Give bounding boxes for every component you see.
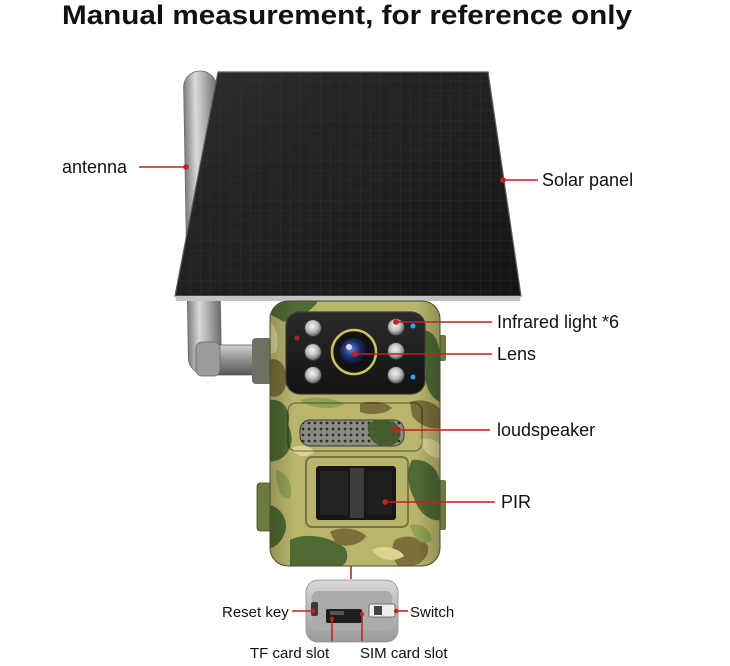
speaker-bezel	[287, 402, 423, 452]
pir-sensor	[305, 456, 409, 528]
bottom-port-panel	[305, 579, 399, 643]
indicator-dot	[410, 374, 416, 380]
page-title: Manual measurement, for reference only	[62, 0, 632, 30]
infrared-led	[387, 342, 405, 360]
label-reset-key: Reset key	[222, 604, 289, 621]
callout-tf-card-slot: TF card slot	[250, 616, 335, 662]
callout-switch: Switch	[393, 604, 454, 621]
label-antenna: antenna	[62, 157, 128, 177]
infrared-led	[304, 343, 322, 361]
indicator-dot	[410, 323, 416, 329]
infrared-led	[304, 366, 322, 384]
trail-camera-icon	[256, 300, 446, 567]
label-tf-card-slot: TF card slot	[250, 645, 330, 662]
label-switch: Switch	[410, 604, 454, 621]
indicator-dot	[294, 335, 300, 341]
label-infrared-light: Infrared light *6	[497, 312, 619, 332]
callout-sim-card-slot: SIM card slot	[359, 611, 448, 662]
callout-loudspeaker: loudspeaker	[392, 420, 595, 440]
callout-reset-key: Reset key	[222, 604, 316, 621]
callout-antenna: antenna	[62, 157, 189, 177]
callout-pir: PIR	[382, 492, 531, 512]
label-solar-panel: Solar panel	[542, 170, 633, 190]
callout-infrared-light: Infrared light *6	[393, 312, 619, 332]
infrared-led	[304, 319, 322, 337]
reset-key-button	[311, 602, 318, 616]
infrared-led	[387, 366, 405, 384]
label-lens: Lens	[497, 344, 536, 364]
label-loudspeaker: loudspeaker	[497, 420, 595, 440]
label-pir: PIR	[501, 492, 531, 512]
solar-panel-icon	[174, 71, 522, 301]
label-sim-card-slot: SIM card slot	[360, 645, 448, 662]
callout-solar-panel: Solar panel	[500, 170, 633, 190]
callout-lens: Lens	[352, 344, 536, 364]
